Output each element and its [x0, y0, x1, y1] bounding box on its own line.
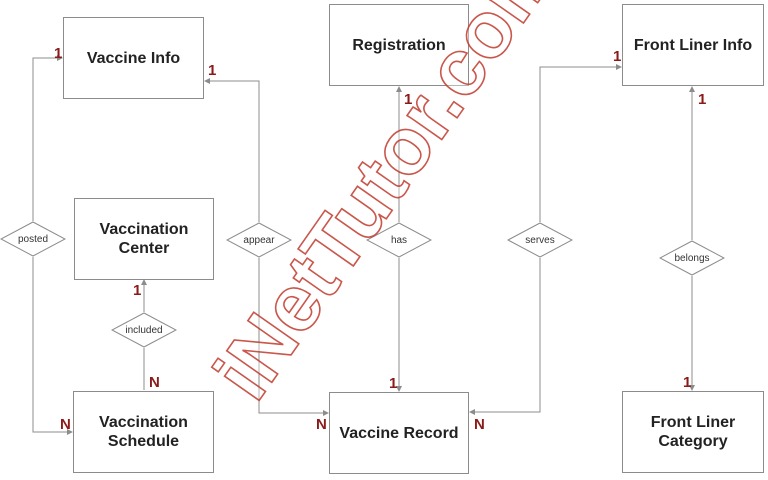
entity-label-line-2: Schedule: [107, 433, 180, 450]
cardinality-registration-has: 1: [404, 91, 413, 108]
cardinality-front-liner-info-serves: 1: [613, 48, 622, 65]
entity-label-line-1: Front Liner: [650, 414, 736, 431]
entity-registration: Registration: [329, 4, 469, 86]
entity-vaccination-center: Vaccination Center: [74, 198, 214, 280]
relationship-label: appear: [243, 234, 275, 246]
cardinality-record-appear: N: [316, 416, 327, 433]
entity-label-line-2: Center: [118, 240, 170, 257]
line-appear-record: [258, 258, 329, 416]
entity-front-liner-category: Front Liner Category: [622, 391, 764, 473]
entity-front-liner-info: Front Liner Info: [622, 4, 764, 86]
relationship-label: has: [390, 234, 408, 246]
entity-label: Front Liner Info: [633, 36, 753, 54]
entity-label-line-1: Vaccination: [99, 221, 189, 238]
cardinality-record-has: 1: [389, 375, 398, 392]
relationship-posted: posted: [0, 221, 66, 257]
entity-label: Vaccine Info: [86, 49, 181, 67]
cardinality-vaccine-info-appear: 1: [208, 62, 217, 79]
relationship-label: serves: [525, 234, 555, 246]
entity-vaccine-info: Vaccine Info: [63, 17, 204, 99]
entity-label-line-1: Vaccination: [99, 414, 188, 431]
entity-vaccination-schedule: Vaccination Schedule: [73, 391, 214, 473]
relationship-has: has: [366, 222, 432, 258]
relationship-serves: serves: [507, 222, 573, 258]
cardinality-record-serves: N: [474, 416, 485, 433]
line-posted-schedule: [32, 257, 73, 435]
cardinality-category-belongs: 1: [683, 374, 692, 391]
relationship-label: belongs: [674, 252, 710, 264]
relationship-included: included: [111, 312, 177, 348]
entity-label-line-2: Category: [658, 433, 728, 450]
entity-label: Vaccine Record: [339, 424, 459, 442]
line-appear-vaccine-info: [204, 78, 260, 222]
relationship-belongs: belongs: [659, 240, 725, 276]
cardinality-front-liner-info-belongs: 1: [698, 91, 707, 108]
relationship-appear: appear: [226, 222, 292, 258]
cardinality-schedule-posted: N: [60, 416, 71, 433]
entity-label: Registration: [352, 36, 446, 54]
entity-vaccine-record: Vaccine Record: [329, 392, 469, 474]
line-serves-front-liner-info: [539, 64, 622, 222]
relationship-label: included: [125, 324, 163, 336]
cardinality-vaccine-info-posted: 1: [54, 45, 63, 62]
cardinality-center-included: 1: [133, 282, 142, 299]
line-serves-record: [469, 258, 541, 415]
relationship-label: posted: [17, 233, 49, 245]
line-posted-vaccine-info: [32, 55, 63, 221]
cardinality-schedule-included: N: [149, 374, 160, 391]
